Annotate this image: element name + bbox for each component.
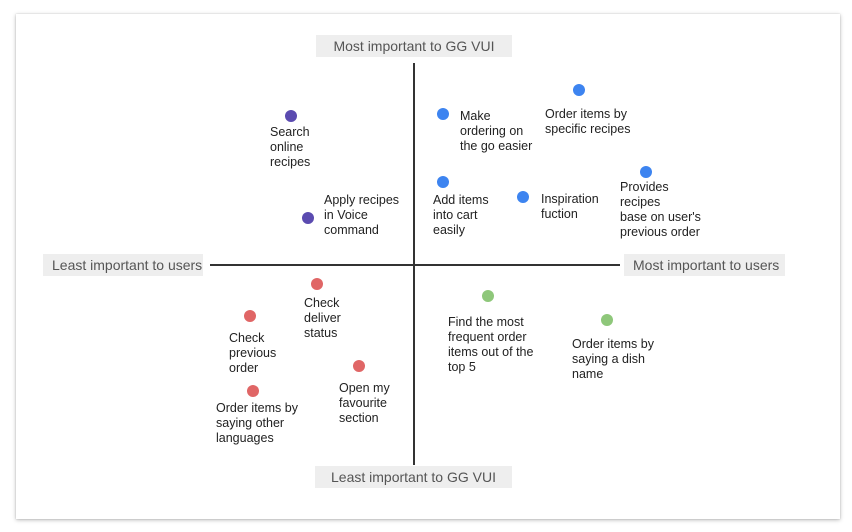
item-label-line: previous order (620, 225, 700, 239)
item-label-line: Inspiration (541, 192, 599, 206)
item-label-line: Make (460, 109, 491, 123)
item-label-line: saying other (216, 416, 285, 430)
item-label-line: Order items by (545, 107, 627, 121)
item-label-line: base on user's (620, 210, 701, 224)
item-label-line: fuction (541, 207, 578, 221)
item-label-line: previous (229, 346, 277, 360)
item-label-line: recipes (270, 155, 311, 169)
item-label-line: languages (216, 431, 274, 445)
item-label-line: Add items (433, 193, 489, 207)
item-dot (517, 191, 529, 203)
item-dot (311, 278, 323, 290)
item-dot (482, 290, 494, 302)
item-label-line: frequent order (448, 330, 527, 344)
item-dot (573, 84, 585, 96)
item-label-line: Search (270, 125, 310, 139)
item-dot (244, 310, 256, 322)
item-dot (437, 108, 449, 120)
item-label-line: items out of the (448, 345, 534, 359)
item-label-line: into cart (433, 208, 478, 222)
axis-label-bottom: Least important to GG VUI (315, 466, 512, 488)
item-label-line: name (572, 367, 604, 381)
item-label-line: Find the most (448, 315, 524, 329)
item-label-line: in Voice (324, 208, 368, 222)
item-dot (353, 360, 365, 372)
item-label-line: recipes (620, 195, 661, 209)
item-label-line: Apply recipes (324, 193, 400, 207)
item-dot (247, 385, 259, 397)
item-label-line: specific recipes (545, 122, 631, 136)
item-label-line: Provides (620, 180, 669, 194)
item-label-line: command (324, 223, 379, 237)
item-label-line: online (270, 140, 304, 154)
item-label-line: Order items by (572, 337, 654, 351)
item-label-line: status (304, 326, 338, 340)
item-label-line: easily (433, 223, 465, 237)
item-label-line: the go easier (460, 139, 533, 153)
axis-label-top: Most important to GG VUI (316, 35, 512, 57)
item-label-line: Check (304, 296, 340, 310)
axis-label-right: Most important to users (624, 254, 785, 276)
item-label-line: deliver (304, 311, 341, 325)
item-dot (285, 110, 297, 122)
item-label-line: ordering on (460, 124, 524, 138)
item-label-line: Check (229, 331, 265, 345)
item-dot (601, 314, 613, 326)
item-label-line: order (229, 361, 259, 375)
item-label-line: Open my (339, 381, 390, 395)
horizontal-axis (210, 264, 620, 266)
item-dot (302, 212, 314, 224)
item-dot (640, 166, 652, 178)
axis-label-left: Least important to users (43, 254, 203, 276)
item-label-line: Order items by (216, 401, 298, 415)
item-label-line: favourite (339, 396, 387, 410)
item-label-line: top 5 (448, 360, 476, 374)
item-dot (437, 176, 449, 188)
item-label-line: section (339, 411, 379, 425)
item-label-line: saying a dish (572, 352, 645, 366)
